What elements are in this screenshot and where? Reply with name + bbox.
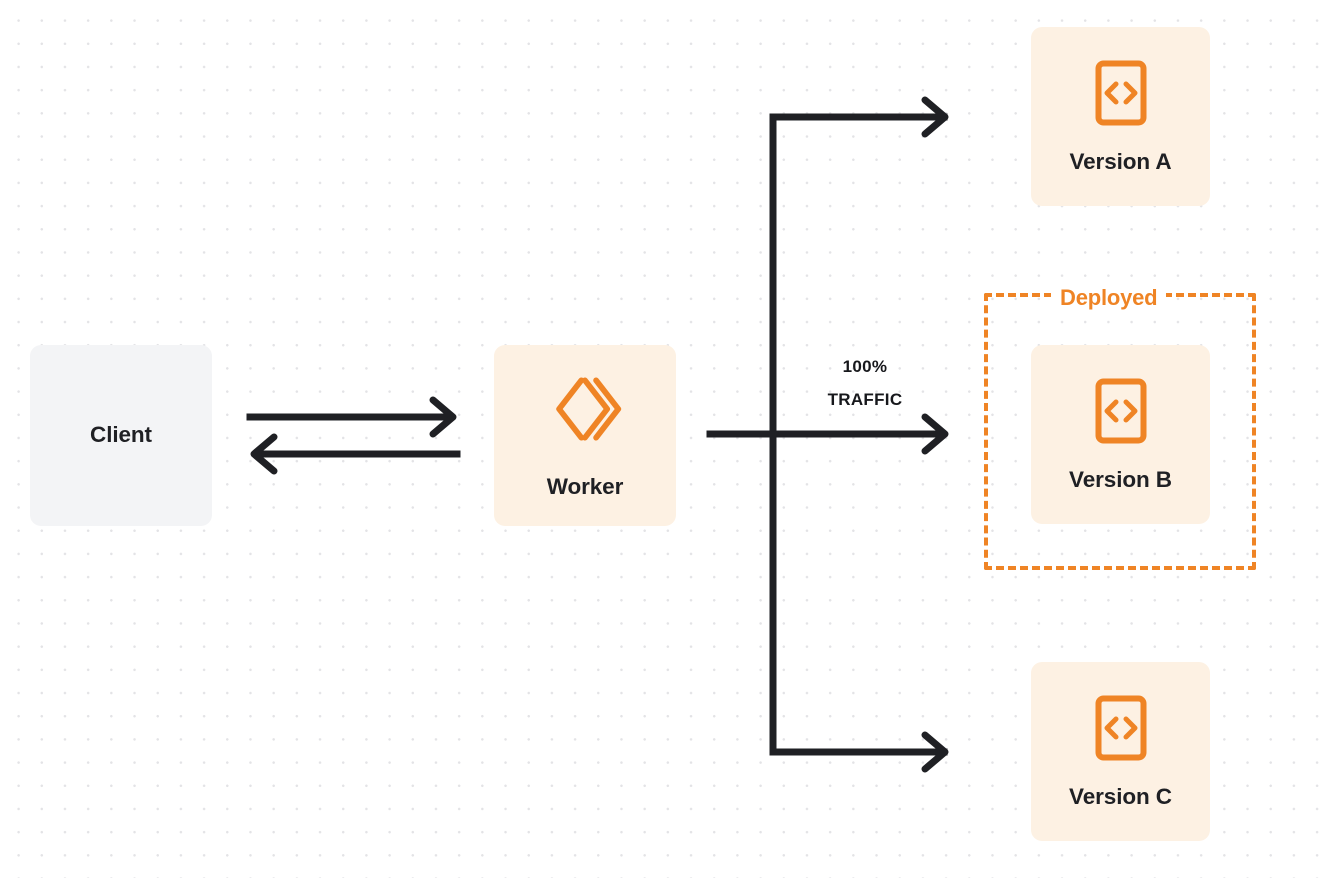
arrow-worker-to-version-b bbox=[706, 413, 949, 455]
node-client-label: Client bbox=[90, 422, 152, 448]
code-file-icon bbox=[1094, 694, 1148, 762]
traffic-percentage-label: 100% TRAFFIC bbox=[790, 350, 940, 416]
node-version-a-label: Version A bbox=[1069, 149, 1172, 175]
deployed-group-label: Deployed bbox=[1051, 283, 1167, 313]
arrow-worker-to-client bbox=[250, 433, 461, 475]
node-worker[interactable]: Worker bbox=[494, 345, 676, 526]
node-version-b[interactable]: Version B bbox=[1031, 345, 1210, 524]
node-client[interactable]: Client bbox=[30, 345, 212, 526]
arrow-head-version-a bbox=[921, 96, 949, 138]
arrow-head-version-c bbox=[921, 731, 949, 773]
cloudflare-workers-logo-icon bbox=[548, 372, 622, 446]
traffic-trunk-line bbox=[769, 113, 948, 756]
traffic-word: TRAFFIC bbox=[827, 390, 903, 410]
node-version-c[interactable]: Version C bbox=[1031, 662, 1210, 841]
code-file-icon bbox=[1094, 59, 1148, 127]
node-version-c-label: Version C bbox=[1069, 784, 1172, 810]
arrow-client-to-worker bbox=[246, 396, 457, 438]
node-version-b-label: Version B bbox=[1069, 467, 1172, 493]
code-file-icon bbox=[1094, 377, 1148, 445]
node-version-a[interactable]: Version A bbox=[1031, 27, 1210, 206]
traffic-percent-value: 100% bbox=[842, 357, 888, 376]
node-worker-label: Worker bbox=[546, 474, 624, 500]
